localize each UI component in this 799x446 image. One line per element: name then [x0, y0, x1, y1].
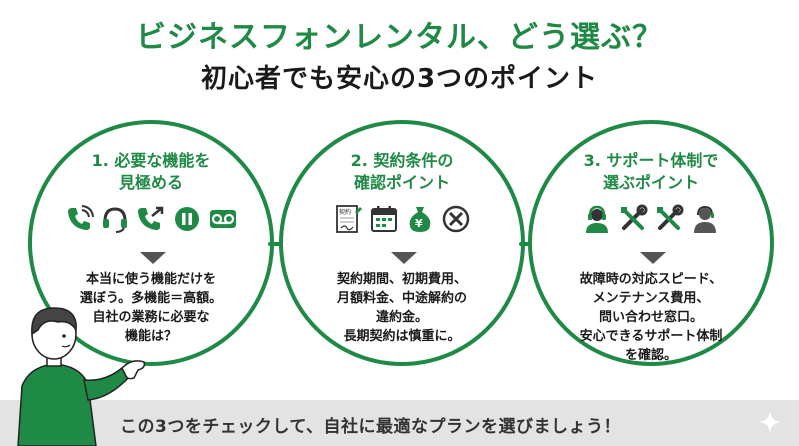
point-3-body-line: 問い合わせ窓口。 [598, 310, 703, 325]
point-1-body-line: 自社の業務に必要な [92, 310, 210, 325]
point-3-body-line: 安心できるサポート体制 [579, 329, 723, 344]
yen-money-bag-icon: ¥ [409, 207, 431, 232]
pause-icon [175, 207, 199, 231]
support-person-icon [694, 205, 716, 233]
point-1-title: 1. 必要な機能を 見極める [32, 150, 270, 194]
title-line-2: 初心者でも安心の3つのポイント [200, 64, 599, 94]
point-2-body-line: 長期契約は慎重に。 [343, 329, 461, 344]
point-1-icons [32, 204, 270, 234]
point-1-title-line-1: 1. 必要な機能を [91, 151, 211, 170]
sparkle-icon [759, 411, 781, 433]
point-2-body-line: 月額料金、中途解約の [336, 291, 467, 306]
footer-message: この3つをチェックして、自社に最適なプランを選びましょう！ [120, 417, 621, 437]
point-2-body-line: 違約金。 [375, 310, 428, 325]
point-1-body-line: 選ぼう。多機能＝高額。 [79, 291, 223, 306]
point-3-title-line-2: 選ぶポイント [602, 173, 699, 192]
point-2-title-line-2: 確認ポイント [353, 173, 450, 192]
tools-icon [621, 204, 648, 230]
footer-bar: この3つをチェックして、自社に最適なプランを選びましょう！ [0, 400, 799, 446]
point-1-body-line: 本当に使う機能だけを [85, 272, 216, 287]
point-3-down-arrow-icon [640, 252, 666, 264]
phone-icon [68, 205, 94, 230]
tools-icon [657, 204, 684, 230]
point-1-body-line: 機能は？ [124, 329, 177, 344]
point-2-down-arrow-icon [391, 252, 417, 264]
point-2-circle: 2. 契約条件の 確認ポイント 契約 ¥ [279, 120, 525, 366]
contract-document-icon: 契約 [336, 205, 362, 233]
voicemail-icon [210, 210, 236, 228]
point-2-title-line-1: 2. 契約条件の [350, 151, 454, 170]
support-operator-icon [586, 205, 608, 233]
point-1-title-line-2: 見極める [118, 173, 183, 192]
point-1-body: 本当に使う機能だけを 選ぼう。多機能＝高額。 自社の業務に必要な 機能は？ [52, 270, 250, 346]
point-3-body: 故障時の対応スピード、 メンテナンス費用、 問い合わせ窓口。 安心できるサポート… [552, 270, 750, 365]
point-2-body-line: 契約期間、初期費用、 [336, 272, 467, 287]
point-3-body-line: メンテナンス費用、 [592, 291, 710, 306]
point-3-circle: 3. サポート体制で 選ぶポイント [528, 120, 774, 366]
point-3-body-line: 故障時の対応スピード、 [579, 272, 723, 287]
call-transfer-icon [138, 206, 164, 230]
point-3-body-line: を確認。 [624, 348, 677, 363]
calendar-icon [371, 206, 397, 232]
headset-icon [103, 207, 127, 233]
presenter-person-illustration [17, 307, 146, 446]
yen-symbol: ¥ [415, 217, 423, 230]
point-1-down-arrow-icon [140, 252, 166, 264]
title-line-1: ビジネスフォンレンタル、どう選ぶ？ [136, 20, 663, 55]
point-2-title: 2. 契約条件の 確認ポイント [283, 150, 521, 194]
contract-label: 契約 [339, 208, 351, 216]
point-3-title: 3. サポート体制で 選ぶポイント [532, 150, 770, 194]
point-3-icons [532, 204, 770, 234]
point-2-icons: 契約 ¥ [283, 204, 521, 234]
point-3-title-line-1: 3. サポート体制で [583, 151, 719, 170]
cancel-icon [442, 205, 470, 233]
point-2-body: 契約期間、初期費用、 月額料金、中途解約の 違約金。 長期契約は慎重に。 [303, 270, 501, 346]
